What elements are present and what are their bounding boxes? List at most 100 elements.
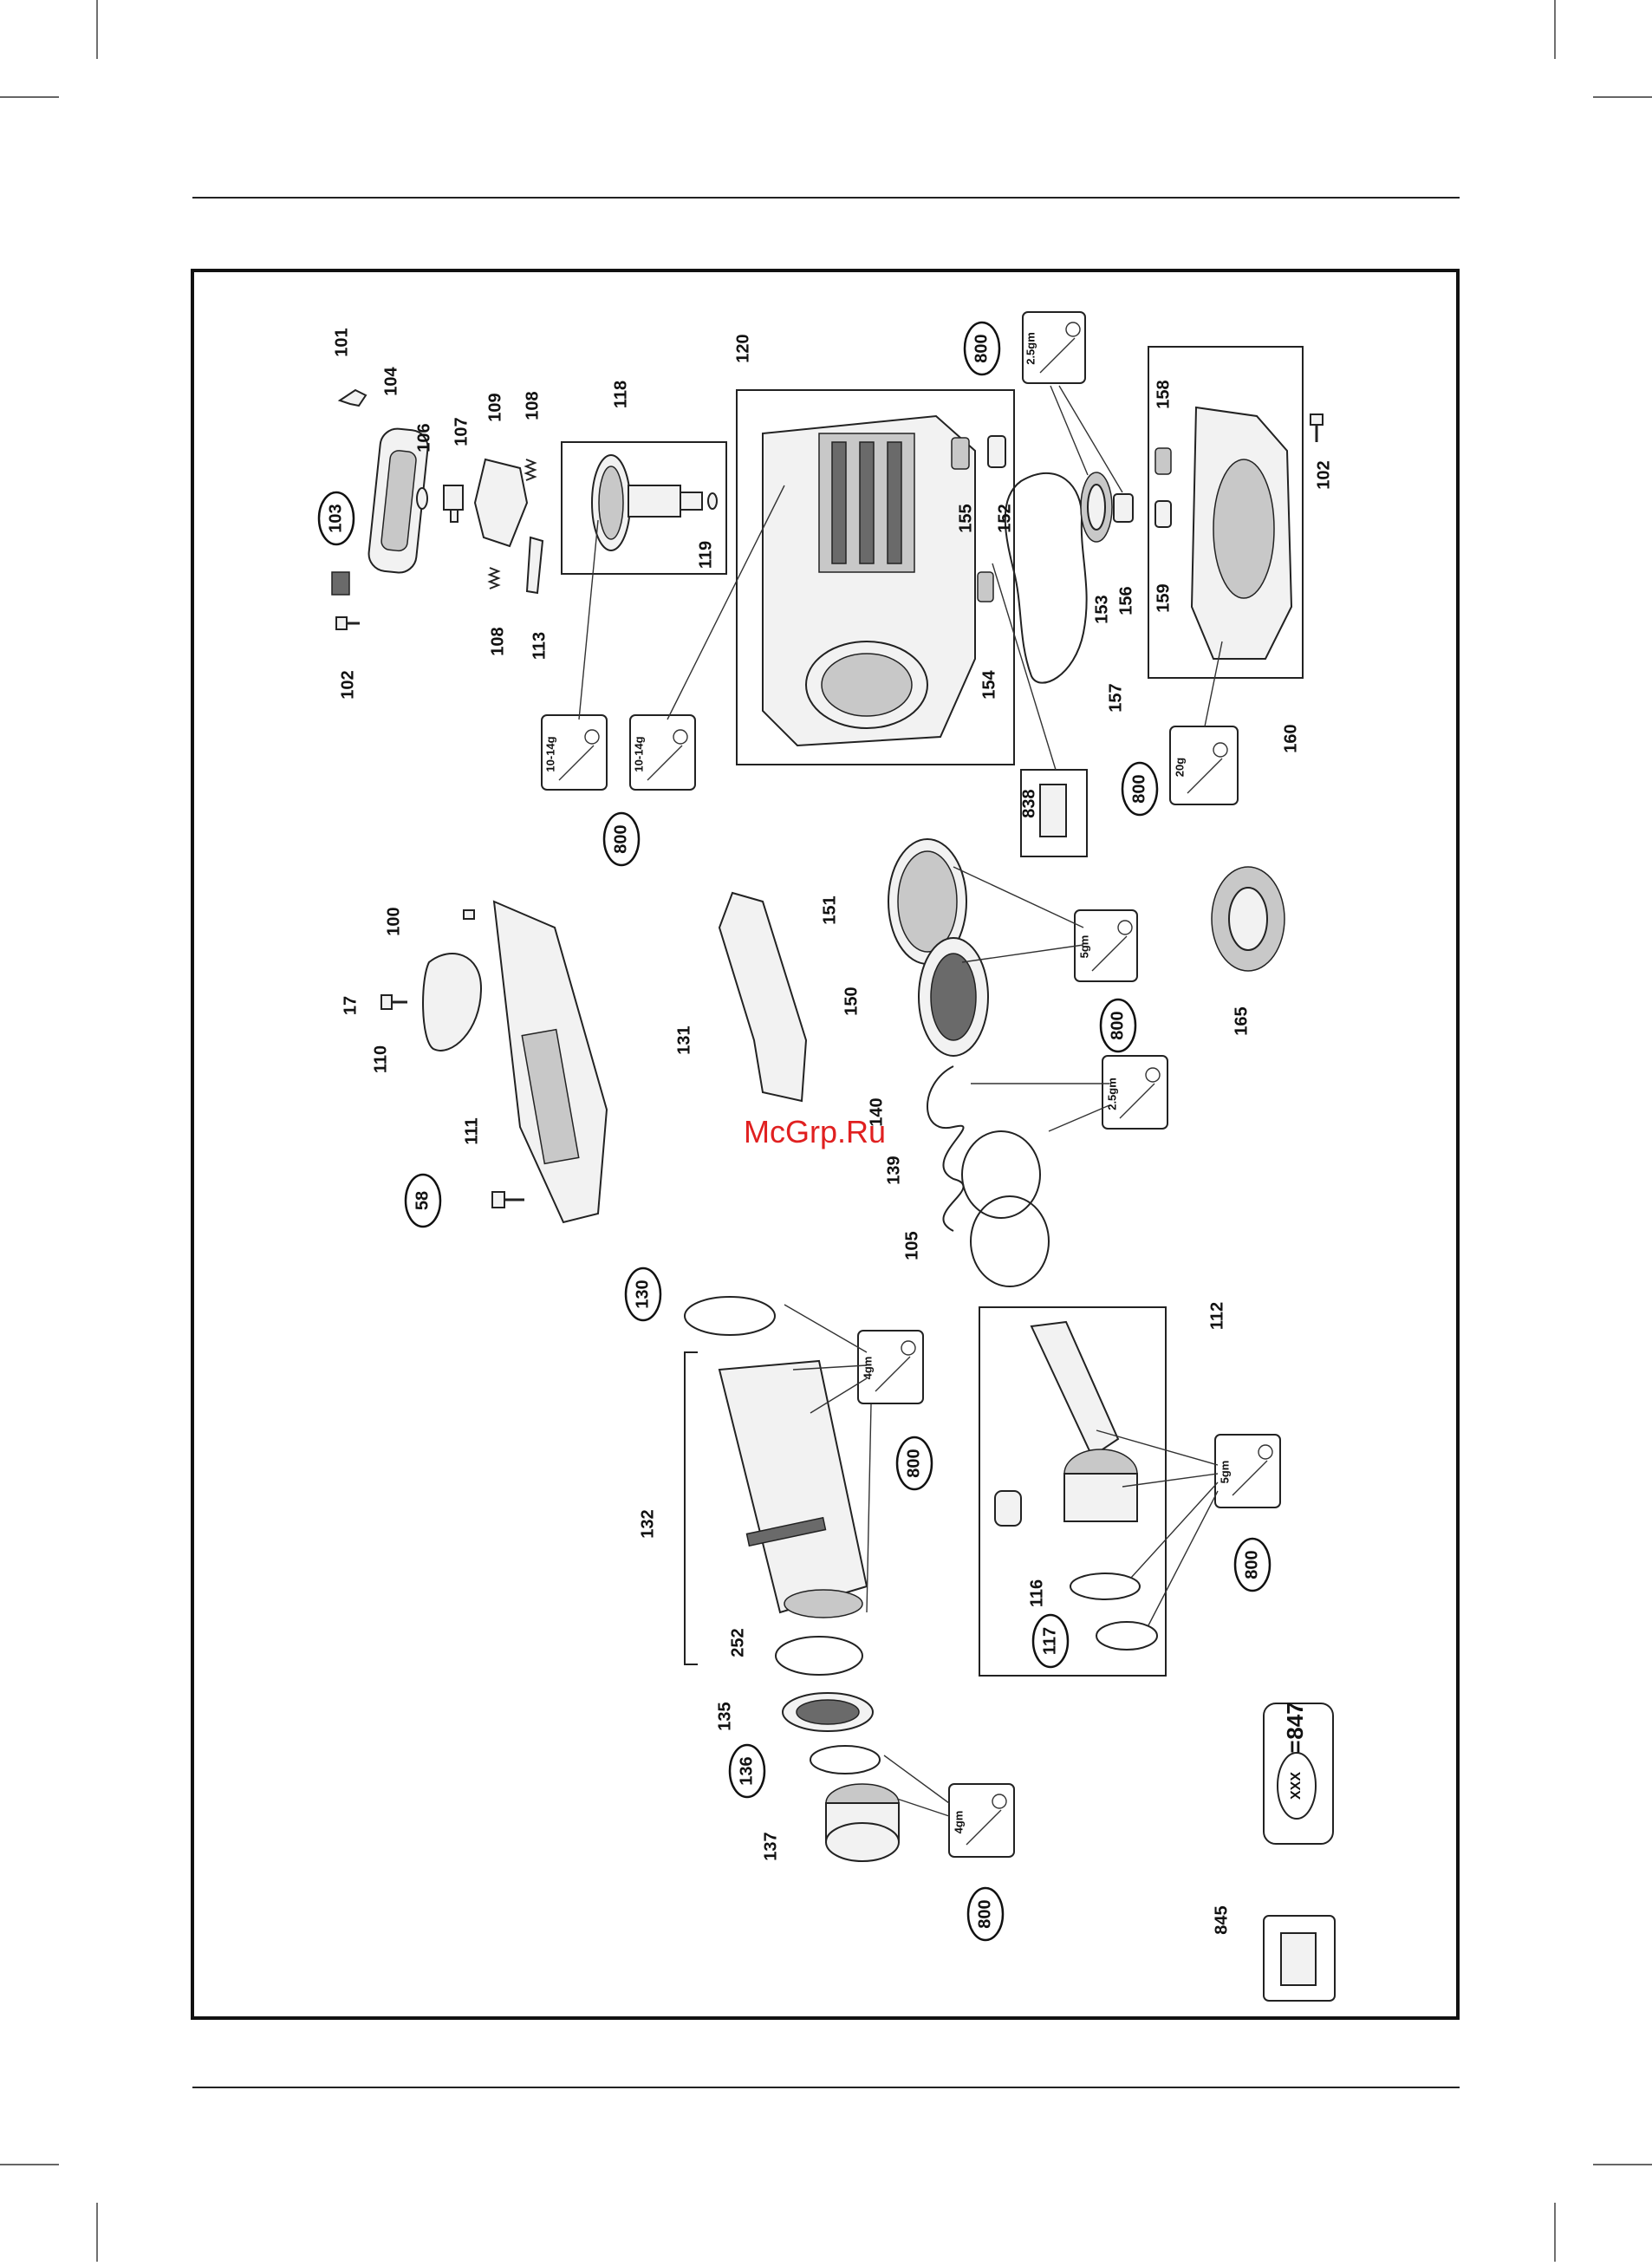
part-label-158: 158: [1154, 380, 1173, 408]
grease-tag-text: 10-14g: [632, 736, 645, 772]
part-number: 113: [530, 632, 549, 660]
part-156-bearing: [1114, 494, 1133, 522]
legend-equals: =: [1282, 1740, 1308, 1753]
part-58-screw: [492, 1192, 524, 1208]
watermark: McGrp.Ru: [744, 1114, 886, 1149]
part-number: 151: [820, 895, 839, 924]
part-label-137: 137: [761, 1832, 780, 1860]
part-label-131: 131: [674, 1026, 693, 1054]
part-number: 132: [638, 1509, 657, 1538]
part-102-screw-right: [1311, 414, 1323, 442]
part-number: 109: [485, 393, 504, 421]
part-number: 107: [452, 417, 471, 446]
part-label-111: 111: [462, 1117, 481, 1144]
part-120-housing: [763, 416, 975, 746]
part-label-800: 800: [1235, 1539, 1270, 1591]
part-number: 154: [979, 669, 998, 699]
grease-tag-text: 2.5gm: [1024, 332, 1037, 365]
part-label-838: 838: [1019, 789, 1038, 817]
part-label-113: 113: [530, 632, 549, 660]
part-number: 140: [867, 1097, 886, 1126]
part-label-135: 135: [715, 1702, 734, 1730]
part-number: 130: [633, 1280, 652, 1308]
part-111-side-cover: [494, 902, 607, 1222]
part-label-130: 130: [626, 1268, 660, 1320]
part-150-gear-ring: [919, 938, 988, 1056]
part-116-ring: [1070, 1573, 1140, 1599]
grease-tag-text: 20g: [1173, 758, 1186, 777]
part-label-100: 100: [384, 907, 403, 935]
part-label-102: 102: [1314, 460, 1333, 489]
tool-845-box: [1264, 1916, 1335, 2001]
legend-key: XXX: [1289, 1772, 1304, 1800]
part-107-valve: [444, 485, 463, 522]
grease-tag-text: 4gm: [861, 1357, 874, 1380]
part-number: 110: [371, 1045, 390, 1073]
part-131-handle: [719, 893, 806, 1101]
part-number: 160: [1281, 724, 1300, 752]
part-number: 139: [884, 1156, 903, 1184]
part-label-120: 120: [733, 334, 752, 362]
part-label-150: 150: [842, 986, 861, 1015]
part-label-106: 106: [414, 423, 433, 452]
part-number: 157: [1106, 683, 1125, 712]
part-label-103: 103: [319, 492, 354, 544]
grease-tag-text: 5gm: [1077, 935, 1090, 959]
part-label-800: 800: [1122, 763, 1157, 815]
part-100-plug: [464, 910, 474, 919]
part-number: 135: [715, 1702, 734, 1730]
part-label-153: 153: [1092, 595, 1111, 623]
part-label-155: 155: [956, 504, 975, 532]
part-119-clip: [708, 493, 717, 509]
part-110-cap: [423, 954, 481, 1051]
part-number: 800: [611, 824, 630, 853]
part-number: 58: [413, 1191, 432, 1210]
part-17-screw: [381, 995, 407, 1009]
part-label-136: 136: [730, 1745, 764, 1797]
part-109-lever: [475, 459, 527, 546]
part-label-800: 800: [604, 813, 639, 865]
part-153-gear: [1081, 472, 1112, 542]
part-label-132: 132: [638, 1509, 657, 1538]
part-number: 108: [488, 627, 507, 655]
part-label-800: 800: [965, 322, 999, 374]
part-118-gear-shaft: [592, 455, 702, 550]
part-number: 159: [1154, 583, 1173, 612]
part-130-o-ring: [685, 1297, 775, 1335]
part-number: 152: [995, 504, 1014, 532]
part-103-key: [332, 572, 349, 595]
grease-tag-text: 5gm: [1218, 1461, 1231, 1484]
part-label-151: 151: [820, 895, 839, 924]
part-number: 108: [523, 391, 542, 420]
part-label-104: 104: [381, 366, 400, 395]
part-number: 153: [1092, 595, 1111, 623]
part-number: 800: [975, 1899, 994, 1928]
part-112-connecting-rod: [995, 1322, 1137, 1526]
part-number: 106: [414, 423, 433, 452]
part-number: 103: [326, 504, 345, 532]
part-number: 112: [1207, 1302, 1226, 1330]
part-label-110: 110: [371, 1045, 390, 1073]
part-117-ring: [1096, 1622, 1157, 1650]
part-number: 165: [1232, 1006, 1251, 1035]
part-label-107: 107: [452, 417, 471, 446]
part-113-pin: [527, 537, 543, 593]
part-106-o-ring: [417, 488, 427, 509]
part-number: 111: [462, 1117, 481, 1144]
part-number: 17: [341, 996, 360, 1015]
part-label-800: 800: [968, 1888, 1003, 1940]
tool-845-label: 845: [1212, 1905, 1231, 1934]
part-label-140: 140: [867, 1097, 886, 1126]
part-number: 156: [1116, 586, 1135, 615]
part-101-clip: [340, 390, 366, 406]
part-number: 118: [611, 381, 630, 408]
part-108-spring-bottom: [490, 568, 498, 589]
part-label-17: 17: [341, 996, 360, 1015]
legend-text: XXX=847: [1282, 1702, 1308, 1800]
part-number: 117: [1040, 1627, 1059, 1655]
part-252-ring: [776, 1637, 862, 1675]
part-number: 800: [1129, 774, 1148, 803]
part-label-800: 800: [1101, 1000, 1135, 1052]
part-136-o-ring: [810, 1746, 880, 1774]
